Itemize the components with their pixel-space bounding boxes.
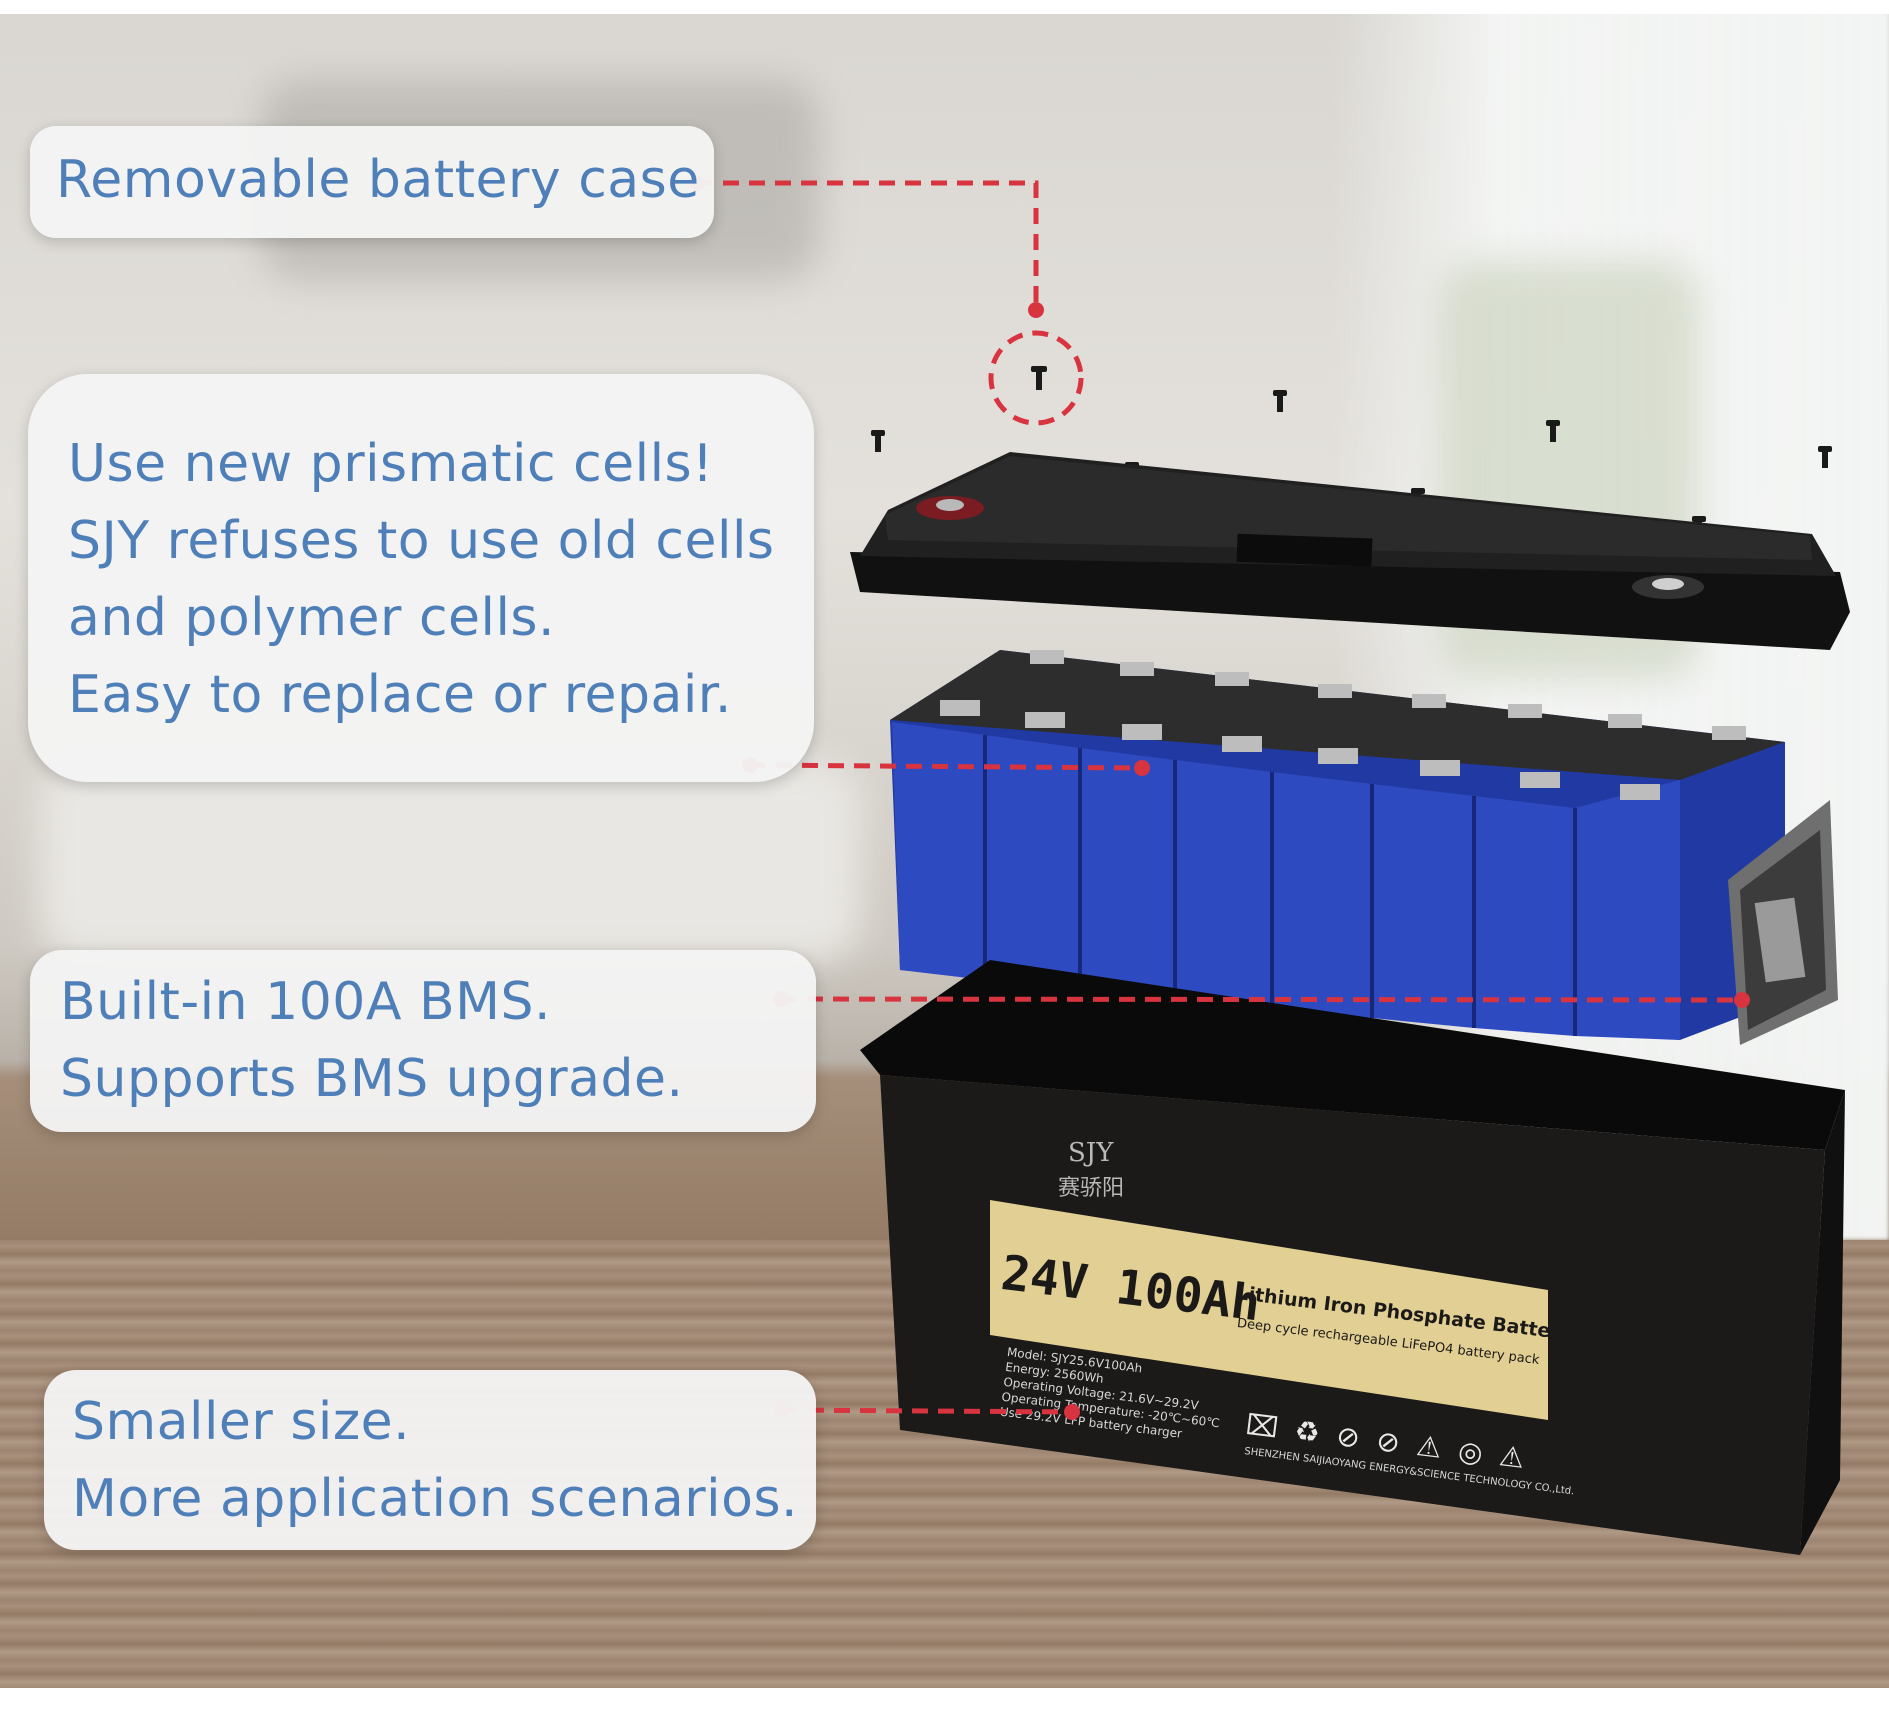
- callout-text-block: Use new prismatic cells! SJY refuses to …: [68, 426, 775, 734]
- bms-board: [1728, 800, 1838, 1045]
- battery-brand-cn: 赛骄阳: [1058, 1176, 1125, 1201]
- callout-text-block: Built-in 100A BMS. Supports BMS upgrade.: [60, 964, 684, 1118]
- prismatic-cells: [890, 650, 1785, 1040]
- leader-line-cells: [749, 762, 1143, 771]
- battery-brand: SJY: [1068, 1138, 1114, 1168]
- leader-line-case: [697, 180, 1039, 310]
- callout-removable-case: Removable battery case: [30, 126, 714, 238]
- callout-text: More application scenarios.: [72, 1469, 799, 1529]
- callout-text: Removable battery case: [56, 150, 700, 210]
- callout-text: and polymer cells.: [68, 588, 556, 648]
- callout-prismatic-cells: Use new prismatic cells! SJY refuses to …: [28, 374, 814, 782]
- callout-text: Built-in 100A BMS.: [60, 972, 552, 1032]
- battery-label: [990, 1200, 1548, 1420]
- callout-bms: Built-in 100A BMS. Supports BMS upgrade.: [30, 950, 816, 1132]
- bottom-border: [0, 1688, 1889, 1710]
- battery-case: [860, 960, 1845, 1555]
- leader-line-size: [781, 1407, 1073, 1415]
- callout-text: SJY refuses to use old cells: [68, 511, 775, 571]
- leader-line-bms: [780, 996, 1743, 1003]
- callout-text: Smaller size.: [72, 1392, 411, 1452]
- callout-smaller-size: Smaller size. More application scenarios…: [44, 1370, 816, 1550]
- background-sofa: [40, 760, 860, 960]
- callout-text: Use new prismatic cells!: [68, 434, 714, 494]
- callout-text: Supports BMS upgrade.: [60, 1049, 684, 1109]
- highlight-circle: [988, 330, 1084, 426]
- callout-text-block: Smaller size. More application scenarios…: [72, 1384, 798, 1538]
- battery-lid: [850, 452, 1850, 650]
- top-border: [0, 0, 1889, 14]
- callout-text: Easy to replace or repair.: [68, 665, 732, 725]
